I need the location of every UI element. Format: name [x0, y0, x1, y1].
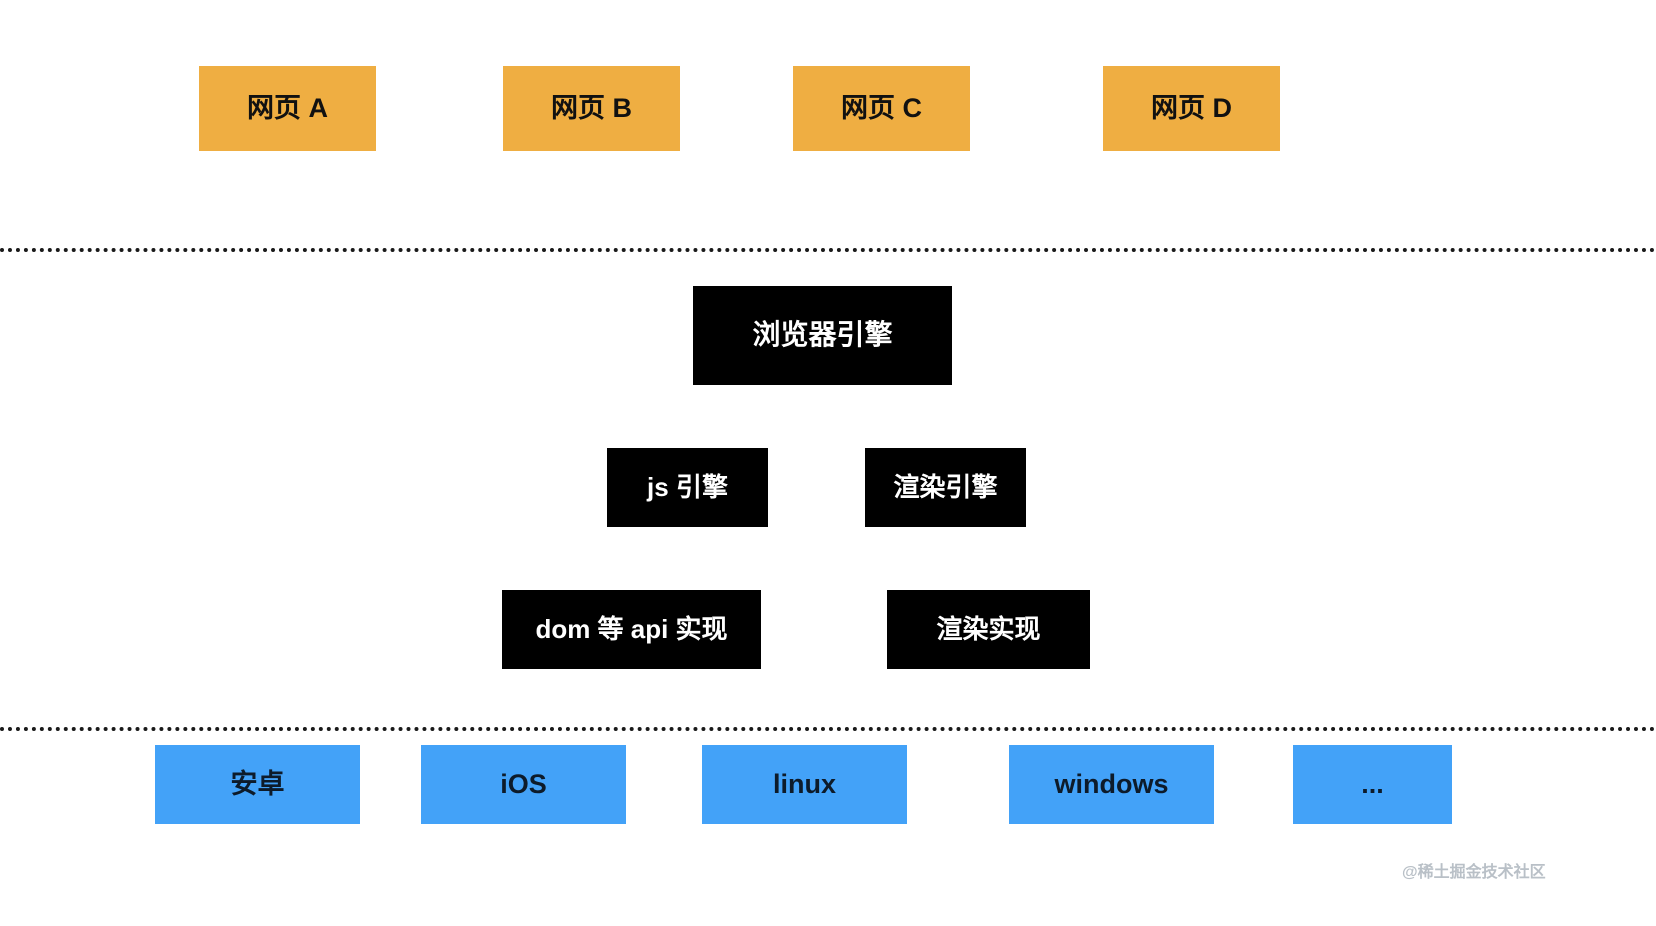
os-box-windows[interactable]: windows: [1009, 745, 1214, 824]
webpage-box-d[interactable]: 网页 D: [1103, 66, 1280, 151]
divider-top: [0, 248, 1656, 252]
render-engine-box[interactable]: 渲染引擎: [865, 448, 1026, 527]
os-box-android[interactable]: 安卓: [155, 745, 360, 824]
js-engine-box[interactable]: js 引擎: [607, 448, 768, 527]
os-box-ios[interactable]: iOS: [421, 745, 626, 824]
webpage-box-b[interactable]: 网页 B: [503, 66, 680, 151]
webpage-box-c[interactable]: 网页 C: [793, 66, 970, 151]
webpage-box-a[interactable]: 网页 A: [199, 66, 376, 151]
divider-bottom: [0, 727, 1656, 731]
browser-engine-box[interactable]: 浏览器引擎: [693, 286, 952, 385]
os-box-more[interactable]: ...: [1293, 745, 1452, 824]
os-box-linux[interactable]: linux: [702, 745, 907, 824]
dom-api-implementation-box[interactable]: dom 等 api 实现: [502, 590, 761, 669]
watermark: @稀土掘金技术社区: [1402, 864, 1546, 881]
render-implementation-box[interactable]: 渲染实现: [887, 590, 1090, 669]
